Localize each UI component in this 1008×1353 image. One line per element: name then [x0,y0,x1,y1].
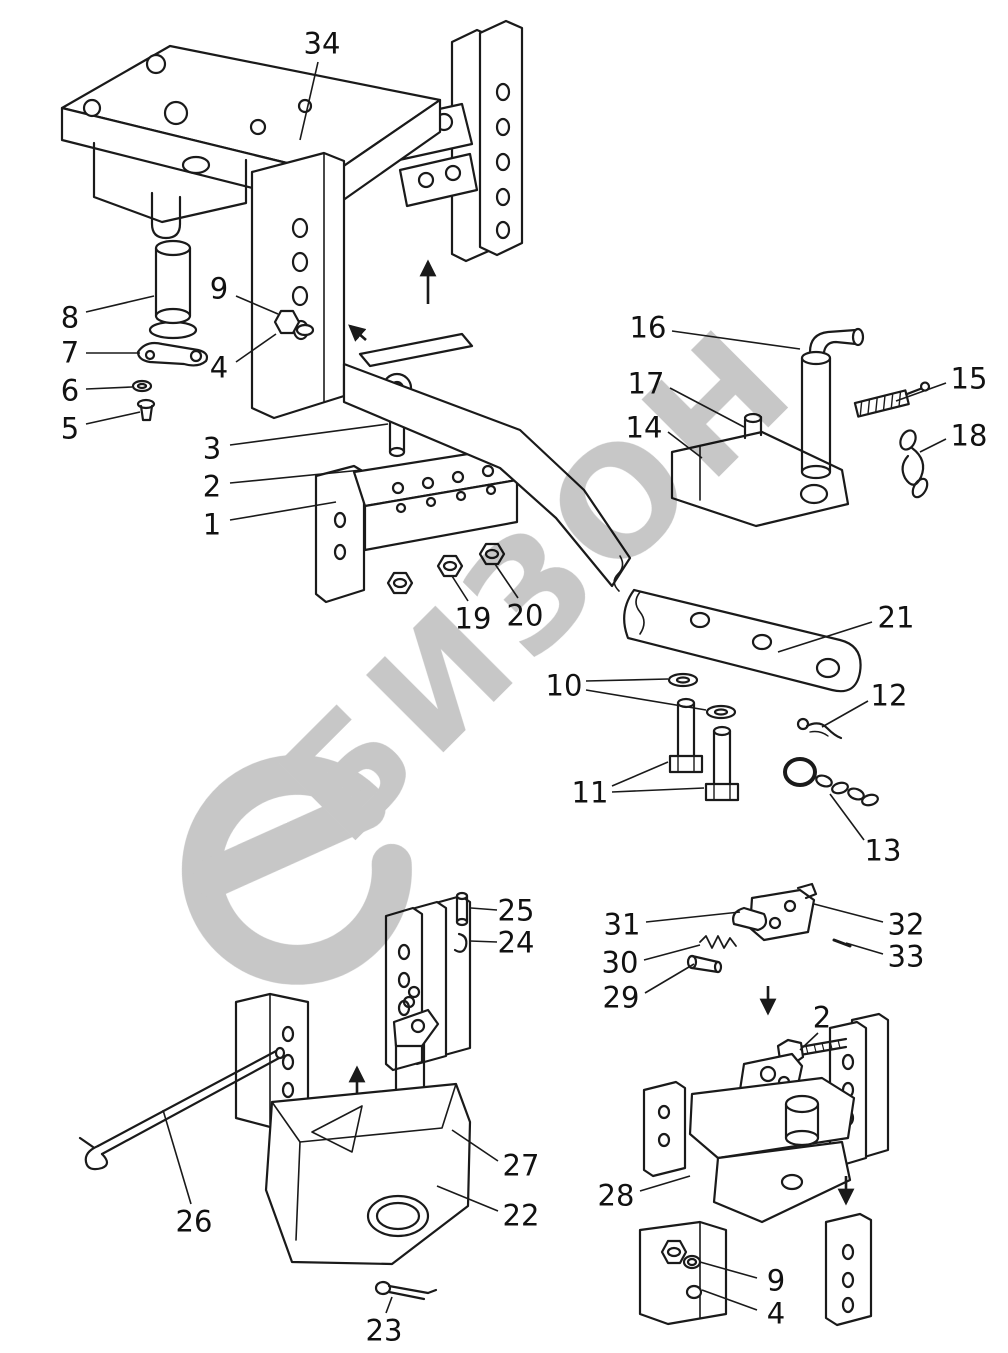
leader-line-8 [85,295,155,313]
leader-line-31 [645,911,741,923]
leader-line-10 [585,689,707,711]
leader-line-24 [469,940,498,943]
pin-25-drawing [455,891,469,927]
lower-right-channel-drawing [824,1212,873,1327]
leader-line-10 [585,678,669,682]
clip-12-drawing [796,717,843,740]
leader-line-9a [235,295,279,315]
leader-line-33 [845,942,884,955]
leader-lines [85,61,947,1314]
leader-line-12 [821,700,869,728]
pin-8-drawing [148,239,198,340]
leader-line-28 [639,1175,691,1192]
lever-7-drawing [136,341,209,367]
leader-line-21 [777,621,873,653]
nuts-19-20-drawing [386,542,506,595]
leader-line-23 [385,1296,393,1314]
leader-line-29 [644,963,695,994]
leader-line-22 [436,1185,499,1212]
leader-line-2a [229,469,363,484]
ring-chain-13-drawing [783,757,879,807]
leader-line-16 [671,330,801,350]
bolt-9-drawing [273,309,315,337]
hitch-assembly-28-drawing [642,1012,890,1224]
leader-line-5 [85,411,141,425]
direction-arrows [348,259,855,1206]
leader-line-11 [611,787,705,793]
bottom-plate-9-4-drawing [638,1220,728,1326]
washer-6-drawing [131,379,153,393]
pin-15-drawing [853,381,931,418]
leader-line-2b [799,1032,819,1051]
leader-line-17 [669,387,745,428]
leader-line-11 [611,761,669,787]
arrow-up-left-small [348,324,367,342]
leader-line-30 [643,944,701,961]
leader-line-20 [494,563,519,599]
leader-line-32 [813,903,884,923]
leader-line-14 [667,431,703,459]
drawbar-21-drawing [623,588,862,693]
leader-line-9b [699,1261,758,1279]
leader-line-34 [299,61,319,141]
leader-line-13 [829,793,865,841]
leader-line-27 [451,1129,499,1162]
bolts-11-drawing [668,697,740,802]
latch-parts-29-33-drawing [686,882,852,974]
cotter-18-drawing [899,429,929,499]
clevis-block-drawing [314,446,519,604]
watermark-logo-icon [181,754,412,985]
leader-line-19 [451,575,469,602]
leader-line-25 [470,907,498,911]
leader-line-1 [229,501,337,521]
leader-line-18 [919,438,947,453]
clip-24-drawing [453,932,468,953]
leader-line-26 [162,1109,192,1205]
leader-line-3 [229,423,389,446]
leader-line-15 [895,382,947,402]
top-plate-34-drawing [60,44,442,240]
pin-16-drawing [800,327,865,480]
screw-5-drawing [136,398,156,422]
washers-10-drawing [667,672,737,720]
bracket-14-17-drawing [670,412,850,528]
drawbar-frame-drawing [342,362,632,592]
base-bracket-22-drawing [264,1082,472,1266]
leader-line-6 [85,386,133,390]
center-post-drawing [250,151,346,420]
cotter-23-drawing [374,1280,438,1301]
leader-line-4a [235,333,277,363]
leader-line-4b [701,1289,758,1311]
rod-26-drawing [78,1046,286,1171]
